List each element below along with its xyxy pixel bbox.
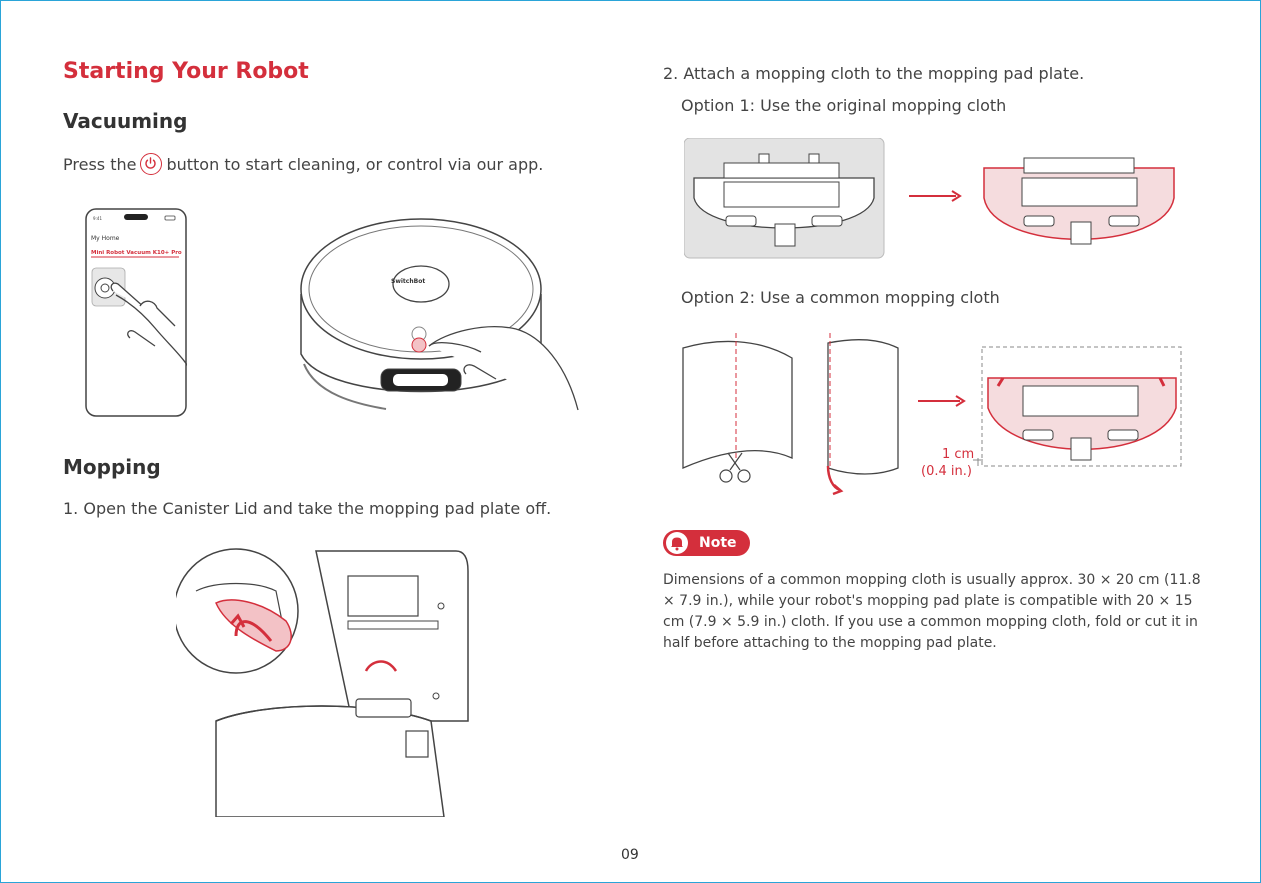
option-2-illustration: 1 cm (0.4 in.): [678, 328, 1184, 498]
step-2-text: 2. Attach a mopping cloth to the mopping…: [663, 64, 1084, 83]
vacuuming-text-before: Press the: [63, 155, 136, 174]
page-number: 09: [621, 847, 639, 863]
power-icon: [140, 153, 162, 175]
phone-device-name: Mini Robot Vacuum K10+ Pro: [91, 250, 182, 256]
mopping-heading: Mopping: [63, 455, 161, 479]
robot-brand-label: SwitchBot: [391, 278, 425, 285]
vacuuming-heading: Vacuuming: [63, 109, 187, 133]
option-1-label: Option 1: Use the original mopping cloth: [681, 96, 1006, 115]
canister-illustration: [176, 541, 476, 817]
option-1-illustration: [684, 138, 1184, 259]
note-text: Dimensions of a common mopping cloth is …: [663, 570, 1203, 654]
vacuuming-instruction: Press the button to start cleaning, or co…: [63, 153, 543, 175]
vacuuming-text-after: button to start cleaning, or control via…: [166, 155, 543, 174]
phone-illustration: 9:41 My Home Mini Robot Vacuum K10+ Pro: [85, 208, 187, 417]
bell-icon: [665, 531, 689, 555]
measure-in: (0.4 in.): [921, 464, 972, 479]
robot-vacuum-illustration: SwitchBot: [286, 204, 586, 434]
phone-my-home: My Home: [91, 235, 119, 242]
mopping-step-1: 1. Open the Canister Lid and take the mo…: [63, 499, 551, 518]
note-badge: Note: [663, 530, 750, 556]
note-label: Note: [699, 535, 737, 551]
svg-text:9:41: 9:41: [93, 216, 102, 221]
page-title: Starting Your Robot: [63, 59, 309, 84]
option-2-label: Option 2: Use a common mopping cloth: [681, 288, 1000, 307]
measure-cm: 1 cm: [942, 447, 974, 462]
